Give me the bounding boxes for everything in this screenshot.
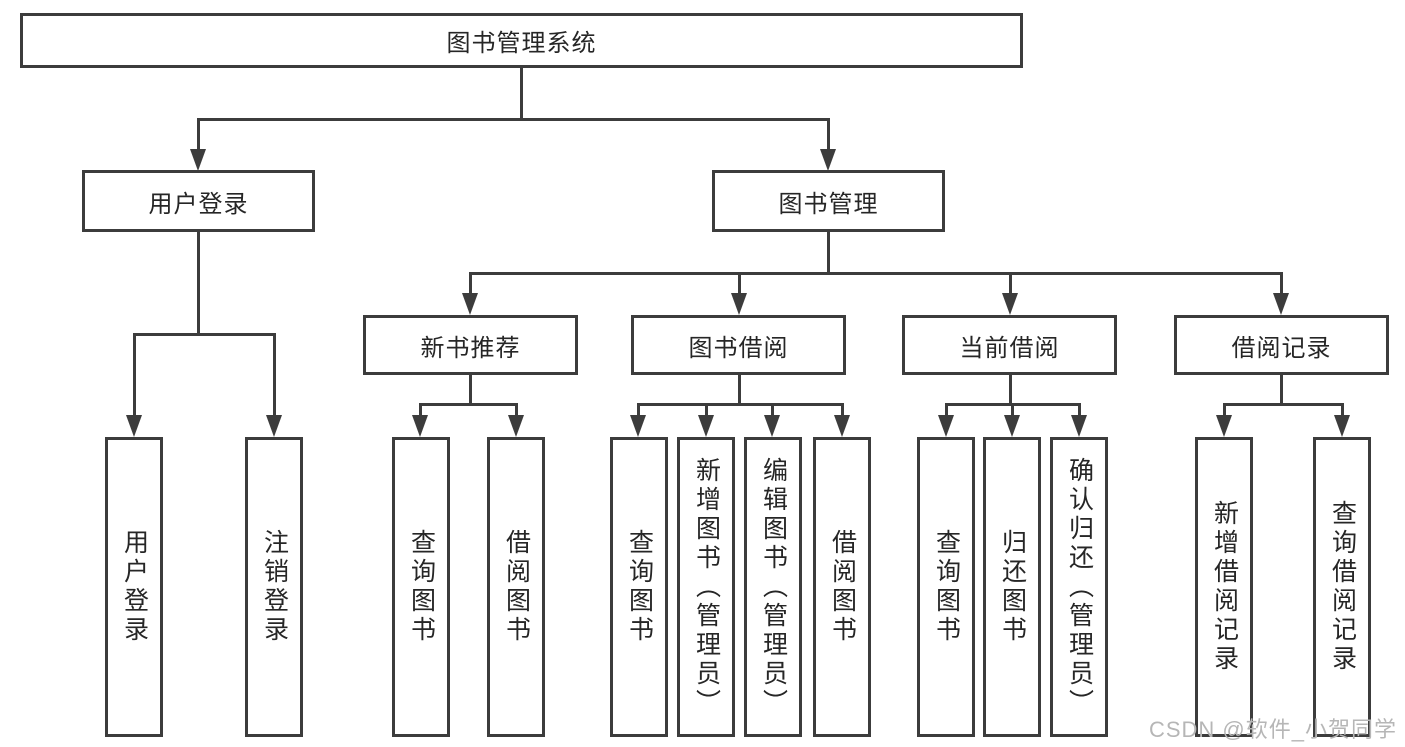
connector-line [1008, 273, 1012, 297]
node-book-borrowing: 图书借阅 [631, 315, 846, 375]
connector-line [196, 232, 200, 336]
leaf-label: 新增借阅记录 [1210, 500, 1239, 674]
leaf-confirm-return-admin: 确认归还（管理员） [1050, 437, 1108, 737]
arrow-down-icon [1334, 415, 1350, 437]
connector-line [1077, 404, 1081, 420]
leaf-add-borrow-record: 新增借阅记录 [1195, 437, 1253, 737]
connector-line [468, 375, 472, 405]
leaf-borrow-books-recommend: 借阅图书 [487, 437, 545, 737]
node-borrowing-records: 借阅记录 [1174, 315, 1389, 375]
connector-line [704, 404, 708, 420]
arrow-down-icon [508, 415, 524, 437]
node-label: 新书推荐 [420, 334, 521, 362]
node-label: 图书借阅 [688, 334, 789, 362]
arrow-down-icon [1002, 293, 1018, 315]
node-user-login: 用户登录 [82, 170, 315, 232]
leaf-label: 新增图书（管理员） [692, 456, 721, 718]
connector-line [1222, 404, 1226, 420]
connector-line [132, 334, 136, 418]
leaf-query-borrow-record: 查询借阅记录 [1313, 437, 1371, 737]
arrow-down-icon [731, 293, 747, 315]
connector-line [1279, 375, 1283, 405]
leaf-add-books-admin: 新增图书（管理员） [677, 437, 735, 737]
leaf-label: 借阅图书 [828, 529, 857, 645]
arrow-down-icon [698, 415, 714, 437]
node-label: 借阅记录 [1231, 334, 1332, 362]
arrow-down-icon [412, 415, 428, 437]
leaf-return-books: 归还图书 [983, 437, 1041, 737]
connector-line [196, 117, 830, 121]
leaf-label: 注销登录 [260, 529, 289, 645]
leaf-query-books-borrowing: 查询图书 [610, 437, 668, 737]
connector-line [272, 334, 276, 418]
connector-line [826, 119, 830, 151]
connector-line [132, 332, 276, 336]
leaf-query-books-current: 查询图书 [917, 437, 975, 737]
connector-line [1222, 402, 1344, 406]
arrow-down-icon [462, 293, 478, 315]
leaf-label: 查询图书 [407, 529, 436, 645]
connector-line [519, 68, 523, 121]
node-book-management: 图书管理 [712, 170, 945, 232]
node-label: 图书管理 [778, 190, 879, 218]
connector-line [636, 404, 640, 420]
connector-line [418, 402, 518, 406]
connector-line [196, 119, 200, 151]
csdn-watermark: CSDN @软件_小贺同学 [1148, 717, 1397, 742]
connector-line [514, 404, 518, 420]
leaf-label: 归还图书 [998, 529, 1027, 645]
connector-line [1279, 273, 1283, 297]
arrow-down-icon [190, 149, 206, 171]
node-label: 当前借阅 [959, 334, 1060, 362]
leaf-label: 借阅图书 [502, 529, 531, 645]
arrow-down-icon [630, 415, 646, 437]
leaf-label: 查询借阅记录 [1328, 500, 1357, 674]
arrow-down-icon [1004, 415, 1020, 437]
connector-line [737, 273, 741, 297]
arrow-down-icon [938, 415, 954, 437]
leaf-user-login: 用户登录 [105, 437, 163, 737]
leaf-label: 确认归还（管理员） [1065, 456, 1094, 718]
connector-line [840, 404, 844, 420]
leaf-label: 编辑图书（管理员） [759, 456, 788, 718]
connector-line [826, 232, 830, 275]
node-library-management-system: 图书管理系统 [20, 13, 1023, 68]
connector-line [770, 404, 774, 420]
leaf-label: 查询图书 [625, 529, 654, 645]
connector-line [944, 404, 948, 420]
connector-line [418, 404, 422, 420]
connector-line [636, 402, 844, 406]
leaf-query-books-recommend: 查询图书 [392, 437, 450, 737]
arrow-down-icon [820, 149, 836, 171]
arrow-down-icon [126, 415, 142, 437]
node-label: 图书管理系统 [446, 30, 597, 57]
arrow-down-icon [834, 415, 850, 437]
node-label: 用户登录 [148, 190, 249, 218]
node-new-book-recommend: 新书推荐 [363, 315, 578, 375]
connector-line [468, 271, 1283, 275]
connector-line [468, 273, 472, 297]
arrow-down-icon [266, 415, 282, 437]
leaf-label: 用户登录 [120, 529, 149, 645]
leaf-label: 查询图书 [932, 529, 961, 645]
leaf-borrow-books-borrowing: 借阅图书 [813, 437, 871, 737]
connector-line [1008, 375, 1012, 405]
arrow-down-icon [764, 415, 780, 437]
leaf-edit-books-admin: 编辑图书（管理员） [744, 437, 802, 737]
arrow-down-icon [1216, 415, 1232, 437]
node-current-borrowing: 当前借阅 [902, 315, 1117, 375]
arrow-down-icon [1071, 415, 1087, 437]
connector-line [1010, 404, 1014, 420]
connector-line [1340, 404, 1344, 420]
leaf-logout: 注销登录 [245, 437, 303, 737]
arrow-down-icon [1273, 293, 1289, 315]
connector-line [737, 375, 741, 405]
